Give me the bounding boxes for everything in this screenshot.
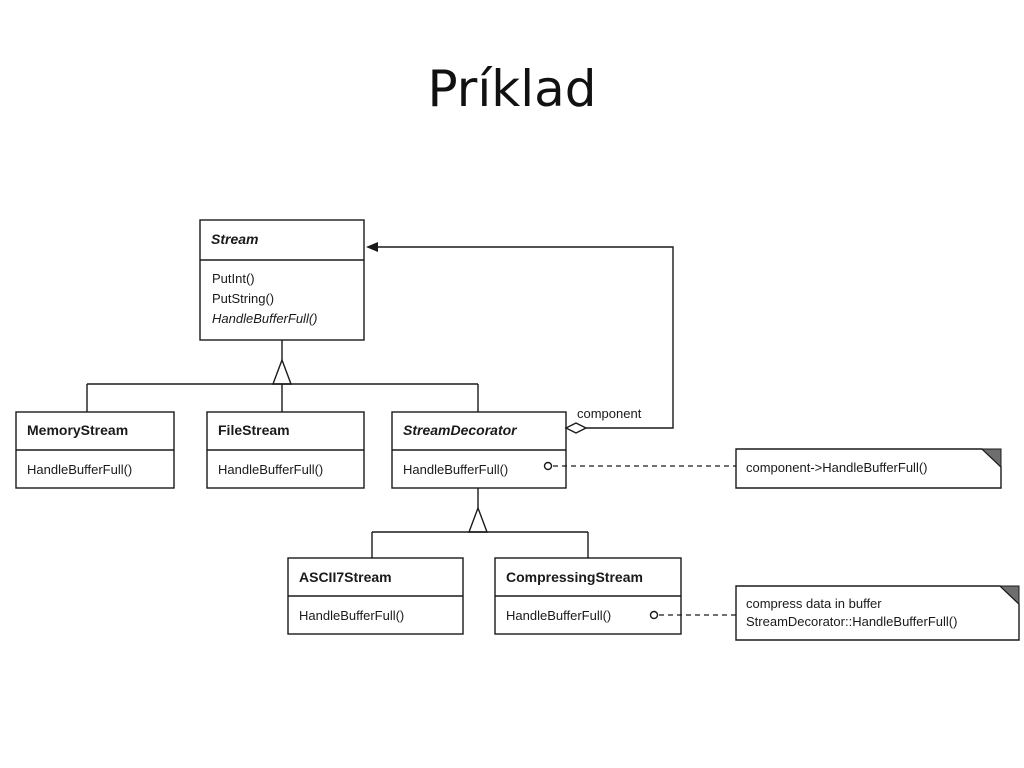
note-decorator-box (735, 448, 1002, 489)
class-ascii7stream-name: ASCII7Stream (299, 569, 392, 585)
class-memorystream-name: MemoryStream (27, 422, 128, 438)
note-compressing-corner (998, 585, 1020, 606)
class-stream-box (199, 219, 365, 341)
class-compressingstream-op-handlebufferfull: HandleBufferFull() (506, 608, 611, 623)
inheritance-streamdecorator (371, 488, 589, 558)
class-stream-op-handlebufferfull: HandleBufferFull() (212, 311, 318, 326)
class-ascii7stream-op-handlebufferfull: HandleBufferFull() (299, 608, 404, 623)
note-anchor-decorator (543, 461, 553, 471)
class-compressingstream-name: CompressingStream (506, 569, 643, 585)
class-stream-op-putint: PutInt() (212, 271, 255, 286)
note-compressing-box (735, 585, 1020, 641)
note-connector-decorator (543, 461, 736, 471)
class-stream-op-putstring: PutString() (212, 291, 274, 306)
class-memorystream: MemoryStream HandleBufferFull() (15, 411, 175, 489)
aggregation-line (376, 246, 674, 429)
aggregation-diamond (564, 422, 588, 434)
class-streamdecorator-name: StreamDecorator (403, 422, 518, 438)
inheritance-triangle-stream (271, 358, 293, 385)
class-filestream: FileStream HandleBufferFull() (206, 411, 365, 489)
class-streamdecorator: StreamDecorator HandleBufferFull() (391, 411, 567, 489)
note-decorator: component->HandleBufferFull() (735, 448, 1002, 489)
class-compressingstream: CompressingStream HandleBufferFull() (494, 557, 682, 635)
note-compressing: compress data in buffer StreamDecorator:… (735, 585, 1020, 641)
aggregation-label: component (577, 406, 642, 421)
note-anchor-compressing (649, 610, 659, 620)
class-stream-name: Stream (211, 231, 258, 247)
class-memorystream-op-handlebufferfull: HandleBufferFull() (27, 462, 132, 477)
class-stream: Stream PutInt() PutString() HandleBuffer… (199, 219, 365, 341)
note-decorator-corner (980, 448, 1002, 469)
class-streamdecorator-op-handlebufferfull: HandleBufferFull() (403, 462, 508, 477)
slide-title: Príklad (427, 60, 597, 118)
note-connector-compressing (649, 610, 736, 620)
class-ascii7stream: ASCII7Stream HandleBufferFull() (287, 557, 464, 635)
class-filestream-op-handlebufferfull: HandleBufferFull() (218, 462, 323, 477)
class-filestream-name: FileStream (218, 422, 290, 438)
aggregation-arrowhead (366, 242, 378, 252)
aggregation-component: component (366, 242, 674, 434)
note-decorator-text: component->HandleBufferFull() (746, 460, 928, 475)
note-compressing-line-1: compress data in buffer (746, 596, 882, 611)
inheritance-triangle-streamdecorator (467, 506, 489, 533)
inheritance-stream (86, 340, 479, 412)
note-compressing-line-2: StreamDecorator::HandleBufferFull() (746, 614, 957, 629)
